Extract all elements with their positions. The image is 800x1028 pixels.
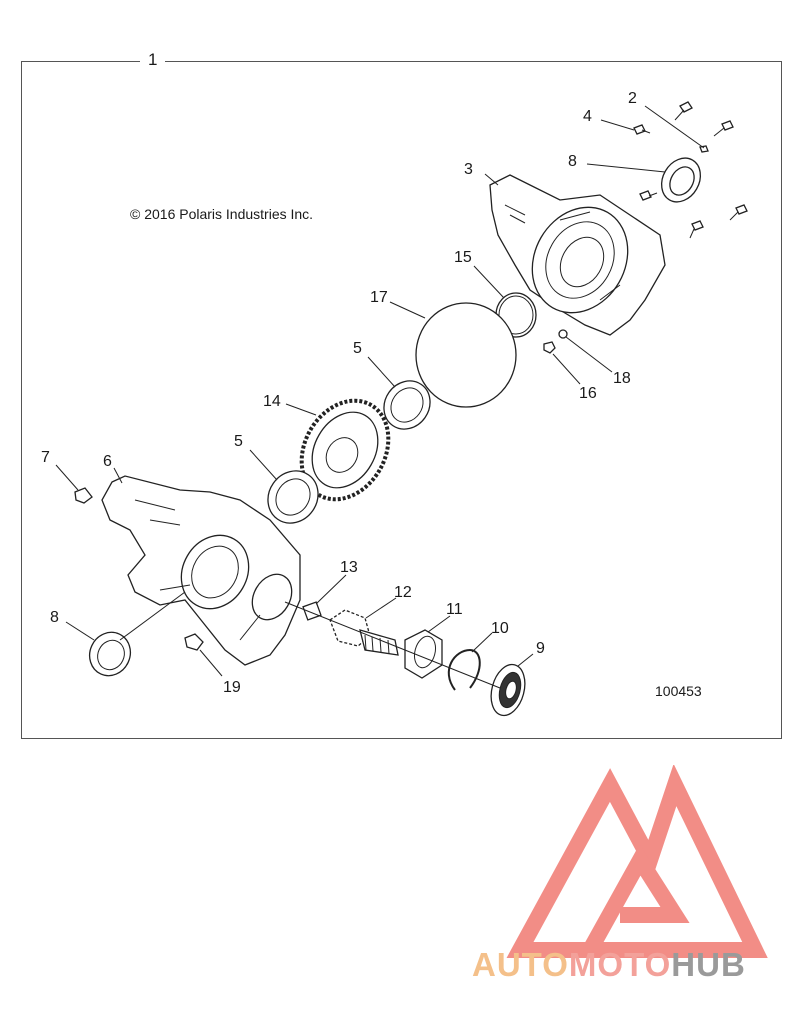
wordmark-hub: HUB — [671, 946, 746, 983]
fill-plug-part — [184, 633, 204, 651]
callout-3: 3 — [464, 161, 473, 178]
callout-17: 17 — [370, 289, 388, 306]
callout-10: 10 — [491, 620, 509, 637]
seal-part-lower — [88, 631, 132, 677]
snap-ring-part — [447, 648, 481, 691]
housing-part — [101, 475, 301, 666]
seal-part-top — [660, 157, 702, 203]
bolt-part — [633, 101, 748, 239]
callout-14: 14 — [263, 393, 281, 410]
pinion-seal-part — [490, 663, 526, 717]
callout-6: 6 — [103, 453, 112, 470]
callout-16: 16 — [579, 385, 597, 402]
bearing-part-lower — [267, 470, 319, 524]
callout-18: 18 — [613, 370, 631, 387]
plug-part — [74, 487, 93, 504]
callout-leaders — [55, 105, 705, 677]
callout-9: 9 — [536, 640, 545, 657]
pinion-bearing-part — [404, 629, 443, 679]
bearing-part-upper — [383, 380, 431, 430]
wordmark-moto: MOTO — [568, 946, 672, 983]
washer-part — [543, 329, 568, 354]
callout-8-top: 8 — [568, 153, 577, 170]
callout-11: 11 — [446, 601, 463, 618]
pinion-shaft-part — [329, 609, 399, 656]
wordmark-auto: AUTO — [472, 946, 569, 983]
callout-labels: 2 3 4 8 15 17 5 18 16 14 5 7 6 13 12 11 … — [41, 90, 637, 696]
bushing-part — [302, 601, 322, 621]
large-o-ring-part — [415, 302, 517, 408]
assembly-number: 1 — [140, 47, 166, 73]
diagram-frame — [21, 61, 782, 739]
copyright-notice: © 2016 Polaris Industries Inc. — [130, 206, 314, 222]
drawing-number: 100453 — [655, 683, 702, 699]
callout-5-upper: 5 — [353, 340, 362, 357]
callout-4: 4 — [583, 108, 592, 125]
callout-15: 15 — [454, 249, 472, 266]
callout-12: 12 — [394, 584, 412, 601]
automotohub-wordmark: AUTOMOTOHUB — [472, 946, 746, 984]
callout-7: 7 — [41, 449, 50, 466]
ring-gear-part — [299, 398, 391, 502]
housing-cover-part — [489, 174, 666, 336]
callout-2: 2 — [628, 90, 637, 107]
automotohub-logo — [506, 765, 768, 958]
callout-19: 19 — [223, 679, 241, 696]
callout-8-lower: 8 — [50, 609, 59, 626]
callout-5-lower: 5 — [234, 433, 243, 450]
callout-13: 13 — [340, 559, 358, 576]
